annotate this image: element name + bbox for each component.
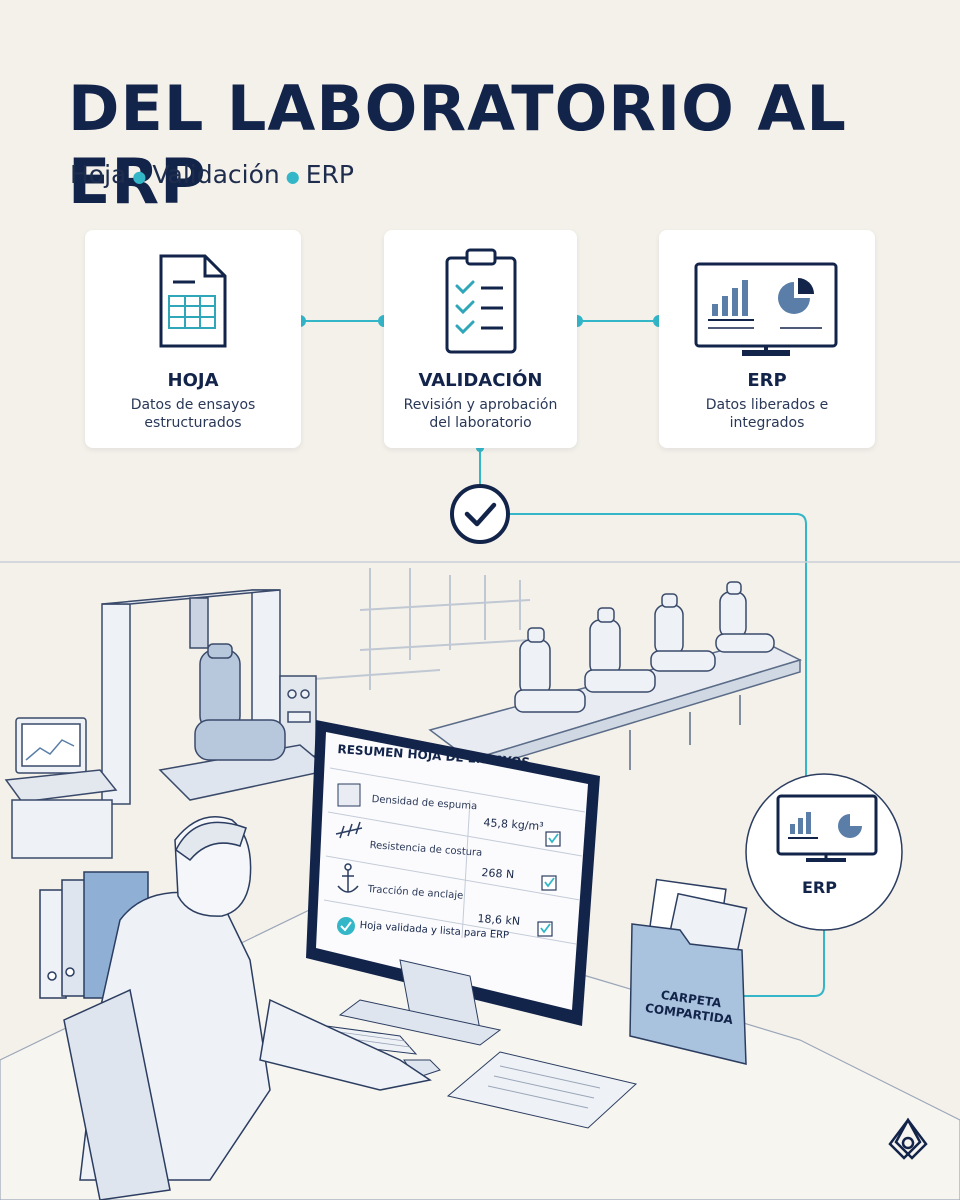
- card-description-line: Datos de ensayos: [130, 397, 256, 413]
- main-monitor: [306, 720, 600, 1046]
- page-title: DEL LABORATORIO AL ERP: [68, 72, 847, 218]
- side-desk: [4, 717, 118, 859]
- anchor-icon: [337, 863, 359, 893]
- card-description-line: estructurados: [144, 415, 242, 431]
- card-description: Revisión y aprobación del laboratorio: [394, 396, 567, 432]
- bullet-dot: ●: [132, 166, 147, 186]
- spreadsheet-icon: [159, 254, 227, 348]
- monitor-dashboard-icon: [694, 262, 838, 356]
- step-card-hoja: HOJA Datos de ensayos estructurados: [85, 230, 301, 448]
- validation-flow-line: [479, 448, 825, 997]
- factory-racks: [299, 568, 531, 690]
- document-paper: [446, 1051, 638, 1129]
- conveyor-seats: [514, 581, 775, 713]
- card-description: Datos liberados e integrados: [669, 396, 865, 432]
- erp-bubble: [745, 773, 903, 931]
- shared-folder-icon: [629, 878, 748, 1065]
- monitor-row-value: 268 N: [481, 866, 515, 882]
- paper-lines: [487, 1065, 601, 1109]
- subtitle-step-hoja: Hoja: [70, 160, 127, 189]
- bullet-dot: ●: [285, 166, 300, 186]
- card-title: ERP: [747, 370, 787, 391]
- card-connector-1: [294, 315, 390, 327]
- card-title: HOJA: [167, 370, 219, 391]
- subtitle-step-validacion: Validación: [152, 160, 280, 189]
- row-checkboxes: [537, 831, 561, 937]
- stitch-icon: [335, 821, 363, 839]
- card-description-line: Revisión y aprobación: [403, 397, 558, 413]
- check-circle-icon: [450, 484, 510, 544]
- step-card-validacion: VALIDACIÓN Revisión y aprobación del lab…: [384, 230, 577, 448]
- card-connector-2: [571, 315, 665, 327]
- card-description: Datos de ensayos estructurados: [95, 396, 291, 432]
- card-description-line: integrados: [729, 415, 805, 431]
- cube-icon: [337, 783, 361, 807]
- seat-test-rig: [101, 589, 332, 805]
- card-title: VALIDACIÓN: [418, 370, 543, 391]
- person-at-desk: [63, 816, 432, 1200]
- validated-check-icon: [337, 917, 355, 935]
- clipboard-checklist-icon: [445, 248, 516, 354]
- erp-bubble-label: ERP: [802, 878, 837, 897]
- step-card-erp: ERP Datos liberados e integrados: [659, 230, 875, 448]
- subtitle-step-erp: ERP: [305, 160, 354, 189]
- card-description-line: Datos liberados e: [705, 397, 829, 413]
- brand-logo-icon: [888, 1117, 928, 1160]
- card-description-line: del laboratorio: [429, 415, 532, 431]
- page-subtitle: Hoja●Validación●ERP: [70, 160, 354, 189]
